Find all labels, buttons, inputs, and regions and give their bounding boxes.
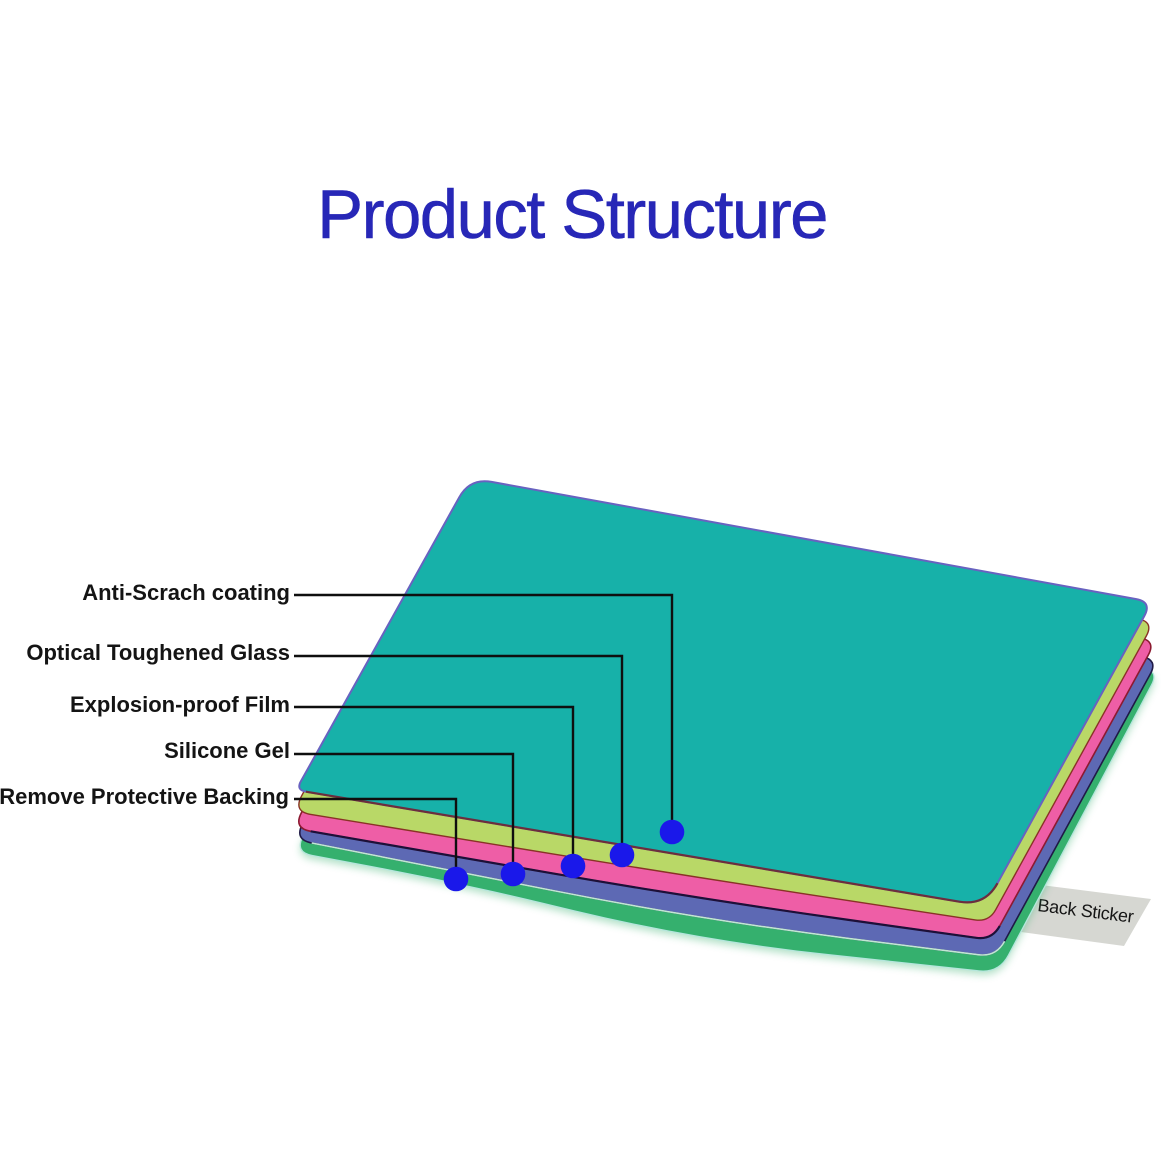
svg-text:Silicone Gel: Silicone Gel [164, 738, 290, 763]
svg-text:Product Structure: Product Structure [317, 176, 827, 253]
svg-text:Optical Toughened Glass: Optical Toughened Glass [26, 640, 290, 665]
svg-text:Remove Protective Backing: Remove Protective Backing [0, 784, 289, 809]
svg-text:Anti-Scrach coating: Anti-Scrach coating [82, 580, 290, 605]
svg-text:Explosion-proof Film: Explosion-proof Film [70, 692, 290, 717]
